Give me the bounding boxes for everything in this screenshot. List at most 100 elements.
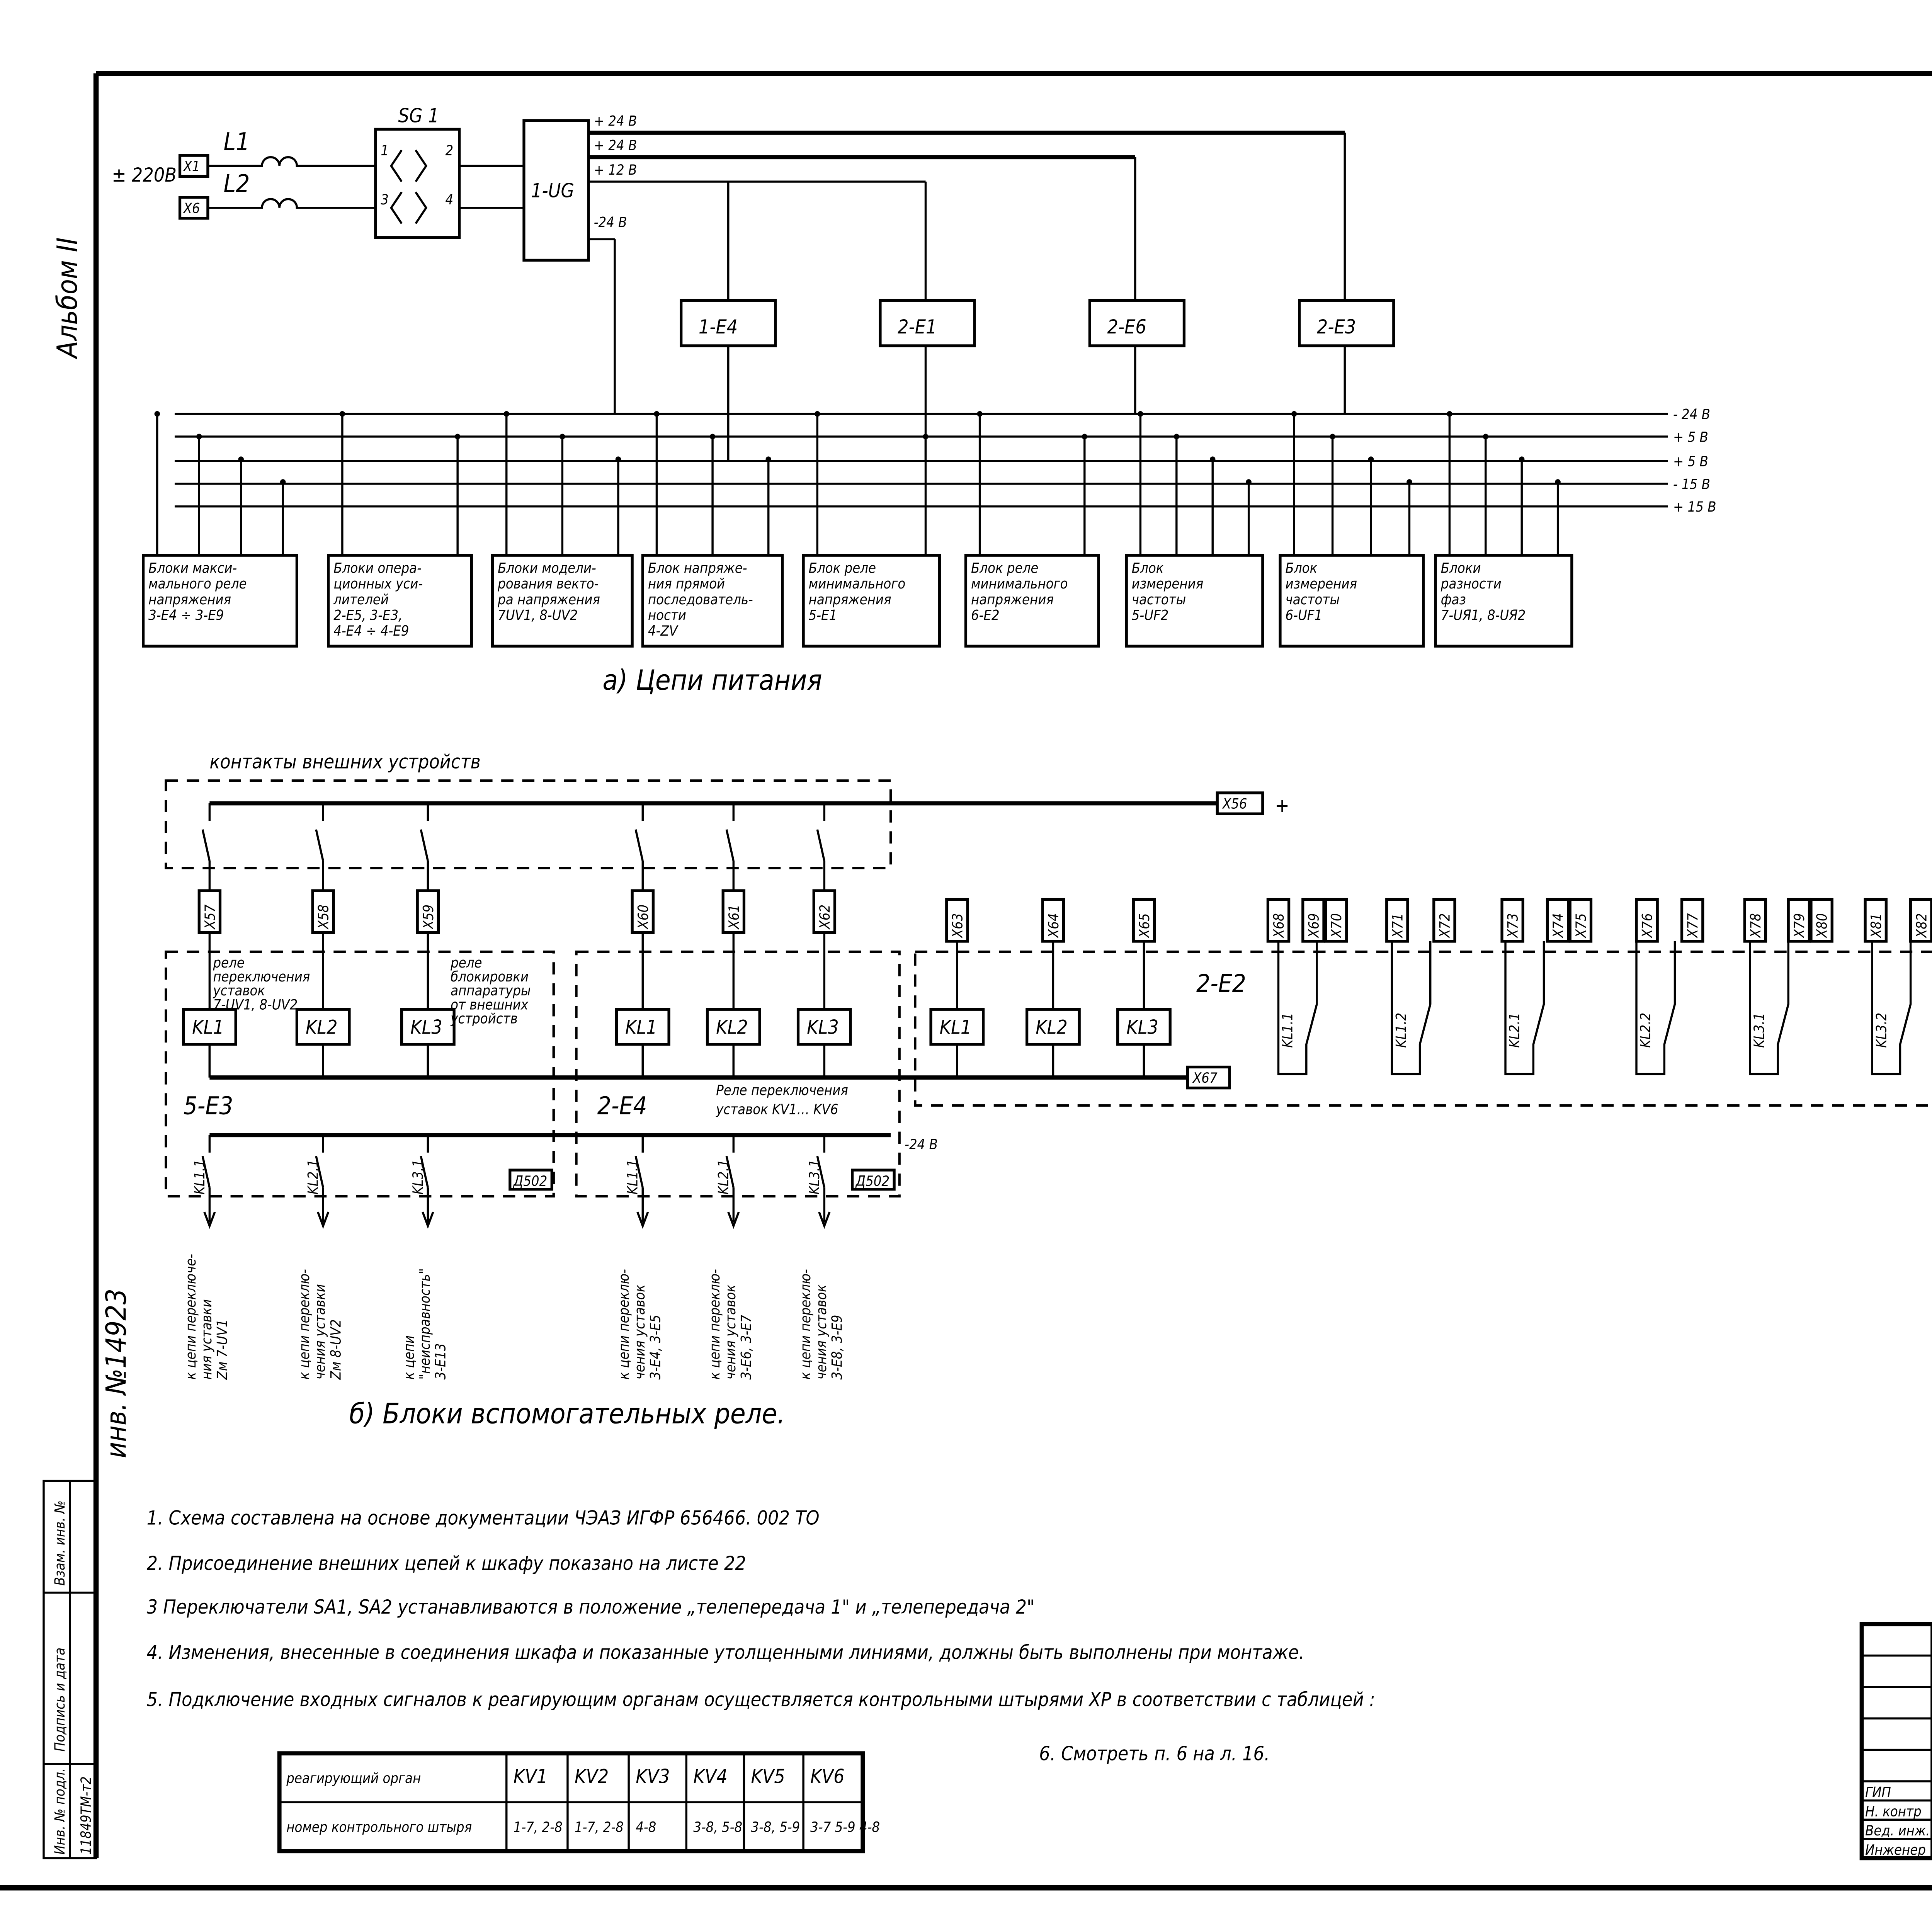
- block-2e2-label: 2-E2: [1196, 969, 1246, 998]
- output-24v-a: + 24 В: [594, 112, 637, 129]
- power-block-2-line-1: Блоки опера-: [333, 560, 422, 576]
- junction-dot: [339, 411, 345, 417]
- power-block-6: [964, 554, 1100, 648]
- output-arrow-icon: [203, 1187, 216, 1229]
- block-1-e4-label: 1-E4: [699, 316, 738, 338]
- terminal-x75-label: X75: [1573, 913, 1589, 939]
- terminal-x58-label: X58: [315, 905, 332, 930]
- bus-minus15v: - 15 В: [1673, 476, 1710, 492]
- pin-table-cell-2: 1-7, 2-8: [575, 1819, 624, 1835]
- output-destination-3: к цепи: [401, 1335, 417, 1379]
- role-inzhener: Инженер: [1865, 1842, 1926, 1858]
- terminal-x69: [1301, 898, 1325, 943]
- note-4: 4. Изменения, внесенные в соединения шка…: [147, 1641, 1304, 1664]
- terminal-x79-label: X79: [1791, 913, 1808, 939]
- power-block-4: [641, 554, 784, 648]
- relay-coil-label: KL3: [1126, 1016, 1158, 1039]
- terminal-x1: [178, 154, 209, 178]
- terminal-x60-label: X60: [635, 905, 651, 930]
- relay-coil-kl3: [1116, 1008, 1172, 1046]
- output-minus24v: -24 В: [594, 214, 627, 231]
- pin-table-header-5: KV5: [751, 1765, 785, 1787]
- role-nkontr: Н. контр: [1865, 1803, 1921, 1820]
- junction-dot: [1246, 479, 1252, 485]
- block-2-e3-label: 2-E3: [1317, 316, 1356, 338]
- junction-dot: [1406, 479, 1412, 485]
- terminal-x74-label: X74: [1550, 913, 1566, 939]
- terminal-x57-label: X57: [202, 904, 218, 930]
- stamp-vzam-inv: Взам. инв. №: [51, 1500, 68, 1586]
- external-contact-icon: [315, 829, 324, 861]
- changeover-contact-icon: [1391, 941, 1432, 1075]
- minus24v-label: -24 В: [905, 1136, 938, 1153]
- svg-text:переключения: переключения: [213, 968, 310, 985]
- relay-contact-icon: [816, 1156, 825, 1188]
- terminal-x82-label: X82: [1913, 913, 1930, 939]
- terminal-x56-label: X56: [1222, 796, 1247, 812]
- block-2-e3: [1298, 299, 1395, 347]
- note-relay-switch: реле переключения уставок 7-UV1, 8-UV2: [213, 954, 310, 1013]
- inductor-l1-icon: [207, 156, 376, 167]
- label-d502-b: [851, 1168, 896, 1191]
- pin-table-cell-0: номер контрольного штыря: [286, 1819, 472, 1835]
- svg-text:реле: реле: [213, 954, 244, 971]
- terminal-x1-label: X1: [183, 158, 200, 175]
- power-block-1-line-2: мального реле: [148, 575, 247, 592]
- pin-table-header-6: KV6: [810, 1765, 844, 1787]
- block-5e3-frame: [165, 951, 555, 1198]
- output-arrow-icon: [727, 1187, 740, 1229]
- terminal-x77-label: X77: [1684, 913, 1701, 939]
- pin-table-header-0: реагирующий орган: [286, 1770, 421, 1786]
- junction-dot: [454, 434, 461, 440]
- terminal-x57: [197, 889, 222, 934]
- relay-coil-label: KL3: [410, 1016, 442, 1039]
- contact-label-kl3.2: KL3.2: [1873, 1013, 1889, 1048]
- svg-text:реле: реле: [450, 954, 482, 971]
- bus-plus5v-b: + 5 В: [1673, 453, 1708, 470]
- terminal-x65: [1132, 898, 1156, 943]
- terminal-x62: [812, 889, 837, 934]
- power-block-7-line-2: измерения: [1132, 575, 1204, 592]
- junction-dot: [503, 411, 509, 417]
- power-block-3-line-4: 7UV1, 8-UV2: [498, 607, 578, 623]
- contact-label-kl3.1: KL3.1: [1751, 1013, 1767, 1048]
- power-block-7: [1125, 554, 1264, 648]
- power-block-4-line-2: ния прямой: [648, 575, 725, 592]
- power-block-3-line-2: рования векто-: [497, 575, 599, 592]
- power-block-6-line-3: напряжения: [971, 591, 1054, 608]
- terminal-x71: [1385, 898, 1409, 943]
- note-1: 1. Схема составлена на основе документац…: [147, 1507, 820, 1529]
- contact-label: KL2.1: [305, 1159, 321, 1194]
- power-block-9-line-3: фаз: [1441, 591, 1466, 608]
- power-block-6-line-1: Блок реле: [971, 560, 1038, 576]
- junction-dot: [1447, 411, 1452, 417]
- relay-coil-label: KL2: [306, 1016, 338, 1039]
- block-1-e4: [680, 299, 777, 347]
- note-5: 5. Подключение входных сигналов к реагир…: [147, 1689, 1375, 1711]
- junction-dot: [815, 411, 820, 417]
- note-relay-block: реле блокировки аппаратуры от внешних ус…: [450, 954, 531, 1027]
- power-block-2-line-5: 4-E4 ÷ 4-E9: [333, 622, 409, 639]
- power-block-9-line-1: Блоки: [1441, 560, 1481, 576]
- power-block-8-line-3: частоты: [1286, 591, 1340, 608]
- output-destination-1: Zм 7-UV1: [214, 1319, 231, 1380]
- external-contact-icon: [201, 829, 211, 861]
- relay-switch-note-1: Реле переключения: [716, 1082, 848, 1099]
- bus-minus24v: - 24 В: [1673, 406, 1710, 423]
- relay-contact-icon: [420, 1156, 429, 1188]
- relay-coil-label: KL3: [807, 1016, 839, 1039]
- contact-label: KL3.1: [806, 1159, 823, 1194]
- junction-dot: [709, 434, 716, 440]
- note-6: 6. Смотреть п. 6 на л. 16.: [1039, 1743, 1270, 1765]
- junction-dot: [977, 411, 983, 417]
- block-5e3-label: 5-E3: [184, 1091, 233, 1120]
- sheet-frame: 22 Альбом II инв. №14923 Взам. инв. № По…: [0, 71, 1932, 1891]
- output-destination-5: 3-E6, 3-E7: [738, 1315, 755, 1379]
- terminal-x81: [1864, 898, 1888, 943]
- power-block-1-line-4: 3-E4 ÷ 3-E9: [148, 607, 224, 623]
- terminal-x59-label: X59: [420, 905, 437, 930]
